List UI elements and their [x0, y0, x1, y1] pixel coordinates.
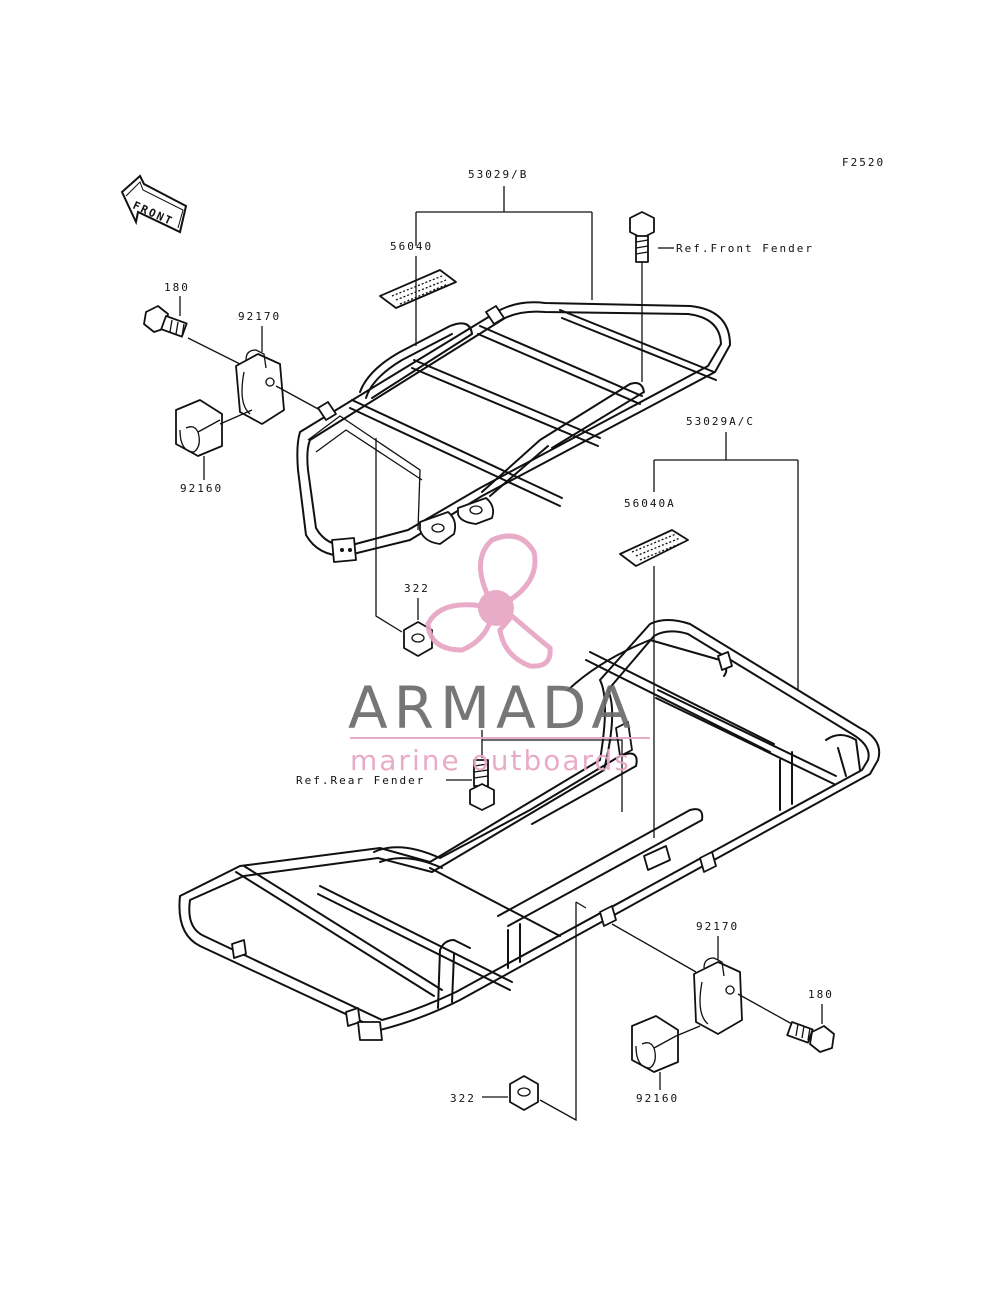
watermark-title: ARMADA — [348, 674, 637, 742]
lower-nut-icon — [509, 1075, 539, 1111]
upper-bolt-part-number: 180 — [164, 281, 190, 294]
front-label-part-number: 56040 — [390, 240, 433, 253]
lower-bolt-part-number: 180 — [808, 988, 834, 1001]
propeller-logo-icon — [425, 533, 553, 669]
rear-rack-callout: 53029A/C 56040A — [624, 415, 799, 838]
lower-clamp-part-number: 92160 — [636, 1092, 679, 1105]
armada-watermark: ARMADA marine outboards — [348, 533, 650, 777]
rear-fender-bolt-icon — [446, 730, 623, 812]
upper-clamp-icon — [175, 399, 223, 457]
upper-clamp-part-number: 92160 — [180, 482, 223, 495]
ref-front-fender-label: Ref.Front Fender — [676, 242, 814, 255]
lower-bracket-part-number: 92170 — [696, 920, 739, 933]
watermark-subtitle: marine outboards — [350, 744, 631, 777]
front-arrow-icon: FRONT — [120, 174, 188, 234]
front-rack-part-number: 53029/B — [468, 168, 528, 181]
rear-rack-part-number: 53029A/C — [686, 415, 755, 428]
upper-nut-icon — [403, 621, 433, 657]
lower-nut-part-number: 322 — [450, 1092, 476, 1105]
ref-rear-fender-label: Ref.Rear Fender — [296, 774, 425, 787]
lower-bracket-icon — [693, 957, 743, 1035]
lower-clamp-icon — [631, 1015, 679, 1073]
lower-bolt-icon — [786, 1021, 835, 1053]
rear-label-part-number: 56040A — [624, 497, 676, 510]
front-rack-label-plate — [379, 269, 457, 309]
upper-bracket-icon — [235, 349, 285, 425]
front-carrier-rack — [296, 269, 731, 563]
upper-bracket-part-number: 92170 — [238, 310, 281, 323]
front-fender-bolt-icon — [629, 211, 674, 382]
front-rack-callout: 53029/B 56040 — [390, 168, 593, 346]
rear-rack-label-plate — [619, 529, 689, 567]
rear-carrier-rack — [178, 529, 881, 1041]
figure-code: F2520 — [842, 156, 885, 169]
upper-nut-part-number: 322 — [404, 582, 430, 595]
upper-bolt-icon — [143, 305, 188, 338]
